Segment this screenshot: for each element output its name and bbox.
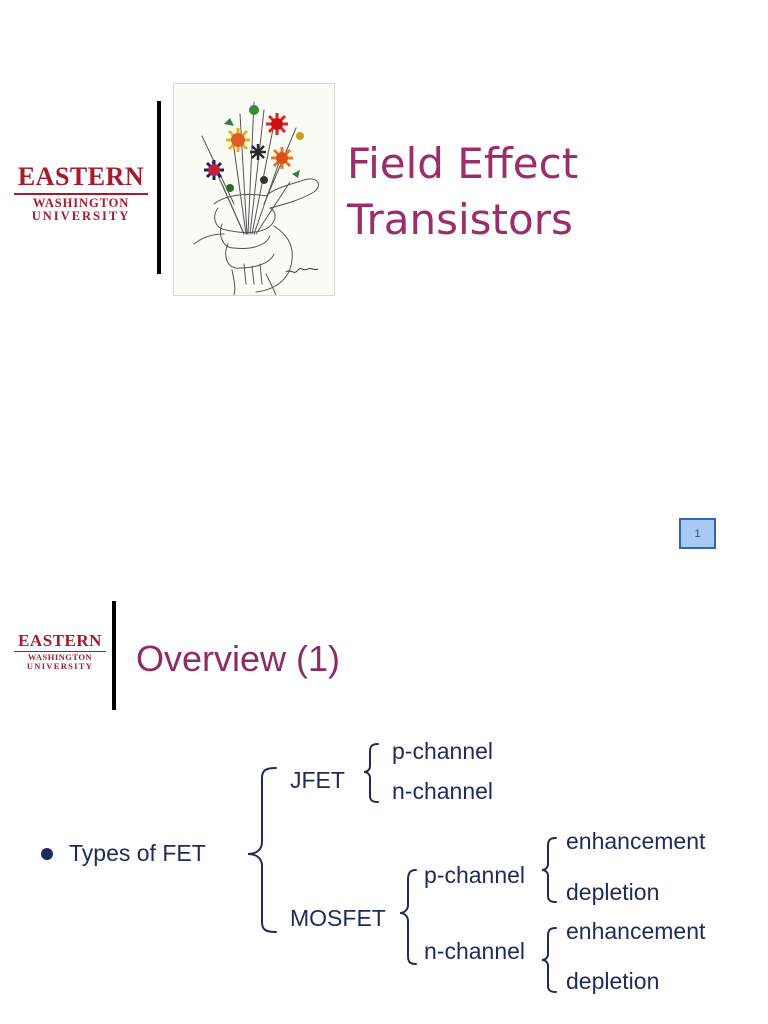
flower-bouquet-illustration <box>173 83 335 296</box>
brace-jfet <box>363 743 379 803</box>
logo-line-eastern: EASTERN <box>18 631 102 650</box>
logo-divider <box>157 101 161 274</box>
n-channel-depletion: depletion <box>566 968 660 994</box>
logo-line-washington: WASHINGTON <box>27 652 93 662</box>
brace-p-channel <box>541 837 557 903</box>
brace-n-channel <box>541 927 557 993</box>
n-channel-enhancement: enhancement <box>566 918 706 944</box>
brace-main <box>247 767 277 933</box>
slide-title-line-2: Transistors <box>347 195 573 244</box>
overview-title: Overview (1) <box>136 638 341 679</box>
logo-rule <box>14 193 148 195</box>
slide-title-line-1: Field Effect <box>347 139 579 188</box>
logo-line-washington: WASHINGTON <box>32 196 130 210</box>
p-channel-enhancement: enhancement <box>566 828 706 854</box>
page-number-badge[interactable]: 1 <box>679 518 716 549</box>
p-channel-depletion: depletion <box>566 879 660 905</box>
mosfet-n-channel: n-channel <box>424 938 526 964</box>
logo-rule <box>14 651 106 652</box>
mosfet-label: MOSFET <box>290 905 386 931</box>
logo-line-eastern: EASTERN <box>17 162 145 191</box>
jfet-n-channel: n-channel <box>392 778 494 804</box>
mosfet-p-channel: p-channel <box>424 862 526 888</box>
university-logo-small: EASTERN WASHINGTON UNIVERSITY <box>14 632 106 670</box>
bullet-text: Types of FET <box>69 840 206 866</box>
jfet-p-channel: p-channel <box>392 738 494 764</box>
university-logo: EASTERN WASHINGTON UNIVERSITY <box>14 164 148 222</box>
jfet-label: JFET <box>290 767 345 793</box>
bouquet-drawing <box>193 101 319 295</box>
logo-line-university: UNIVERSITY <box>26 660 94 671</box>
bullet-dot-icon <box>41 848 53 860</box>
brace-mosfet <box>399 869 417 965</box>
logo-line-university: UNIVERSITY <box>31 208 131 223</box>
logo-divider <box>112 601 116 710</box>
